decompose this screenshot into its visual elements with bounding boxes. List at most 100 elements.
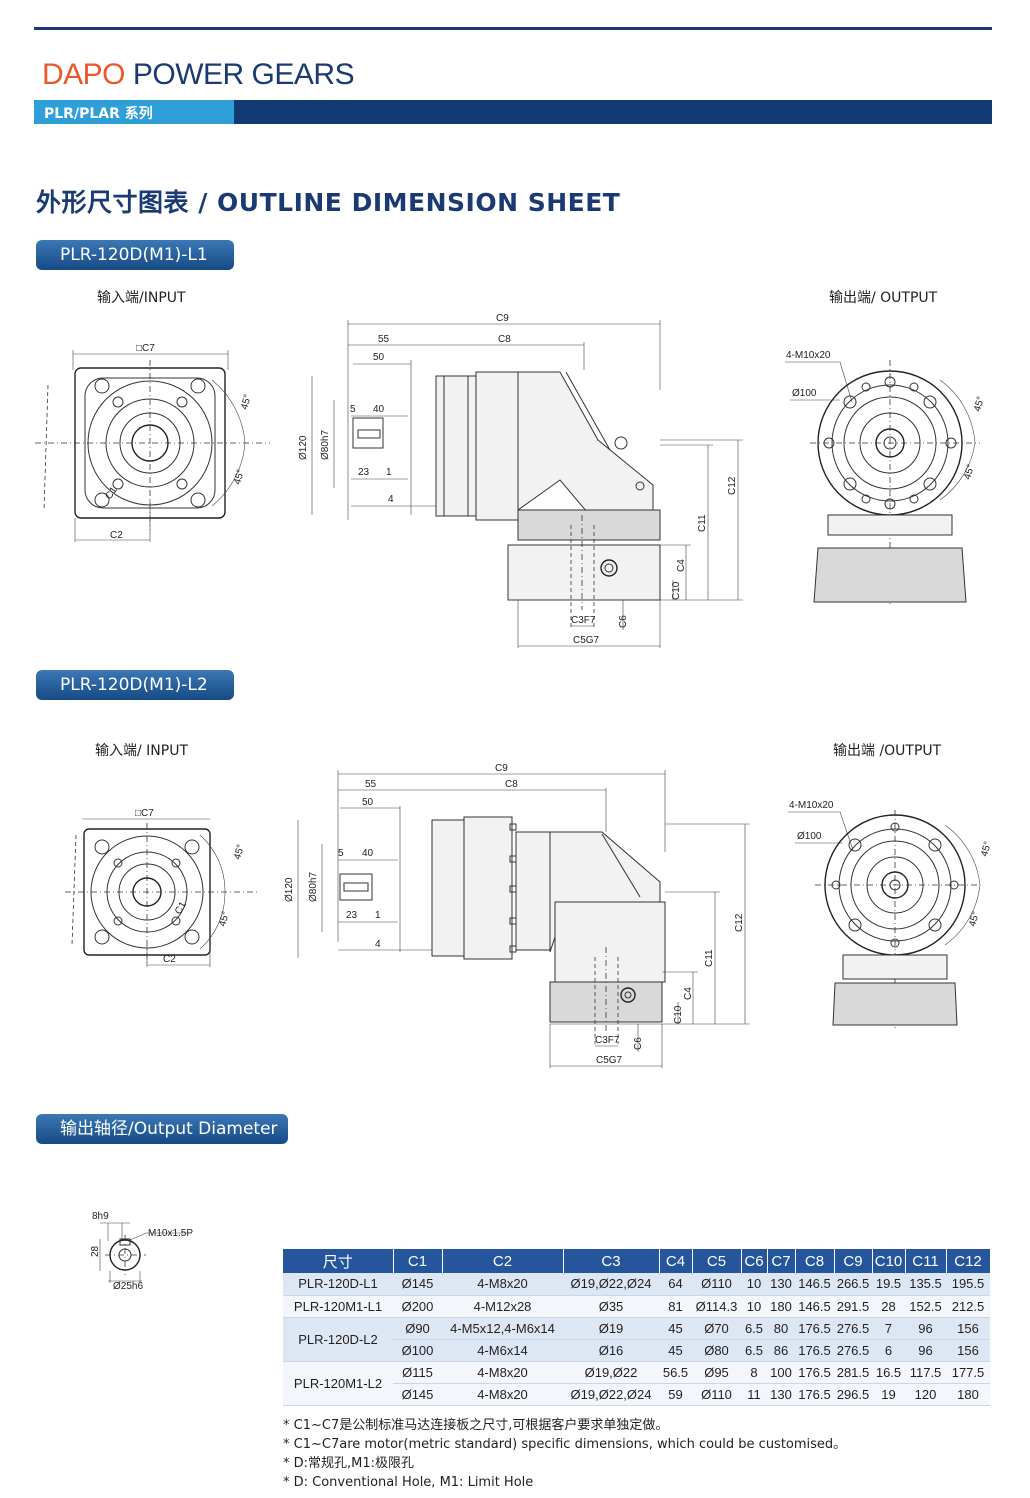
table-cell: Ø19,Ø22,Ø24 (563, 1383, 659, 1406)
table-cell: 6.5 (741, 1339, 767, 1362)
table-cell: 45 (659, 1317, 692, 1340)
table-cell: Ø200 (393, 1295, 442, 1318)
table-cell: 266.5 (834, 1273, 872, 1296)
table-cell: Ø80 (692, 1339, 741, 1362)
table-cell: Ø16 (563, 1339, 659, 1362)
shaft-thread-label: M10x1.5P (148, 1228, 193, 1239)
dim-c4-l2: C4 (683, 987, 694, 1000)
table-cell: 4-M6x14 (442, 1339, 563, 1362)
dim-c10-l2: C10 (673, 1005, 684, 1024)
output-view-l1: 4-M10x20 Ø100 45° 45° (785, 350, 987, 605)
series-bar: PLR/PLAR 系列 (34, 100, 992, 124)
table-cell: 11 (741, 1383, 767, 1406)
table-cell: Ø110 (692, 1383, 741, 1406)
section-title-l2: PLR-120D(M1)-L2 (36, 670, 234, 700)
dim-c10: C10 (671, 581, 682, 600)
table-cell: 28 (872, 1295, 905, 1318)
input-label-l1: 输入端/INPUT (97, 290, 186, 306)
brand-title: DAPO POWER GEARS (42, 58, 355, 92)
table-cell: Ø110 (692, 1273, 741, 1296)
angle-45-a: 45° (239, 393, 254, 410)
table-cell: 130 (767, 1383, 795, 1406)
input-view-l1: □C7 45° 45° C1 C2 (35, 343, 270, 542)
table-cell: 6.5 (741, 1317, 767, 1340)
dim-d100-l2: Ø100 (797, 831, 822, 842)
dim-5-l2: 5 (338, 848, 344, 859)
input-label-l2: 输入端/ INPUT (95, 743, 189, 759)
table-cell: 100 (767, 1361, 795, 1384)
table-cell: 146.5 (795, 1273, 834, 1296)
dim-c2: C2 (110, 530, 123, 541)
series-label: PLR/PLAR 系列 (44, 106, 153, 122)
dim-4-l2: 4 (375, 939, 381, 950)
table-cell-model: PLR-120D-L2 (283, 1317, 393, 1362)
dim-c3: C3F7 (571, 615, 596, 626)
dim-c4: C4 (676, 559, 687, 572)
table-cell-model: PLR-120M1-L2 (283, 1361, 393, 1406)
dimension-table: 尺寸 C1 C2 C3 C4 C5 C6 C7 C8 C9 C10 C11 C1… (283, 1249, 991, 1406)
table-cell: 276.5 (834, 1317, 872, 1340)
table-header: C7 (767, 1249, 796, 1273)
footnote: * D:常规孔,M1:极限孔 (283, 1456, 415, 1471)
table-header: C3 (563, 1249, 660, 1273)
table-cell: 7 (872, 1317, 905, 1340)
angle-45-h: 45° (967, 910, 982, 927)
table-cell: 176.5 (795, 1317, 834, 1340)
table-cell: Ø19,Ø22,Ø24 (563, 1273, 659, 1296)
table-header: 尺寸 (283, 1249, 394, 1273)
table-header: C6 (741, 1249, 768, 1273)
table-header: C12 (946, 1249, 991, 1273)
dim-d100: Ø100 (792, 388, 817, 399)
dim-c2-l2: C2 (163, 954, 176, 965)
table-cell: 86 (767, 1339, 795, 1362)
table-cell: 64 (659, 1273, 692, 1296)
dim-m10-l2: 4-M10x20 (789, 800, 834, 811)
table-cell: 296.5 (834, 1383, 872, 1406)
dim-c8-l2: C8 (505, 779, 518, 790)
dim-50-l2: 50 (362, 797, 374, 808)
table-cell: Ø19,Ø22 (563, 1361, 659, 1384)
angle-45-f: 45° (217, 910, 232, 927)
table-cell: 45 (659, 1339, 692, 1362)
table-cell: 19 (872, 1383, 905, 1406)
dim-c9-l2: C9 (495, 763, 508, 774)
dim-c9: C9 (496, 313, 509, 324)
output-diameter-drawing: 8h9 M10x1.5P 28 Ø25h6 (90, 1211, 193, 1292)
angle-45-g: 45° (979, 840, 994, 857)
table-cell: Ø70 (692, 1317, 741, 1340)
table-header: C5 (692, 1249, 742, 1273)
table-header: C4 (659, 1249, 693, 1273)
dim-c5-l2: C5G7 (596, 1055, 623, 1066)
table-cell: 177.5 (946, 1361, 990, 1384)
table-cell: Ø145 (393, 1273, 442, 1296)
table-header: C2 (442, 1249, 564, 1273)
dim-c12: C12 (727, 476, 738, 495)
footnote: * D: Conventional Hole, M1: Limit Hole (283, 1475, 534, 1490)
side-view-l2: C9 55 C8 50 5 40 23 1 4 Ø120 Ø80h7 C12 C… (284, 763, 750, 1068)
table-cell: 156 (946, 1339, 990, 1362)
table-cell: Ø145 (393, 1383, 442, 1406)
table-cell: 96 (905, 1317, 946, 1340)
table-cell: 176.5 (795, 1361, 834, 1384)
dim-c12-l2: C12 (734, 913, 745, 932)
table-cell: 10 (741, 1273, 767, 1296)
output-view-l2: 4-M10x20 Ø100 45° 45° (788, 800, 994, 1030)
table-cell: 96 (905, 1339, 946, 1362)
dim-55: 55 (378, 334, 390, 345)
table-header: C8 (795, 1249, 835, 1273)
dim-c1-l2: C1 (173, 900, 189, 917)
dim-c7-l2: □C7 (135, 808, 154, 819)
table-cell-model: PLR-120D-L1 (283, 1273, 393, 1296)
table-header: C11 (905, 1249, 947, 1273)
dim-4: 4 (388, 494, 394, 505)
table-cell: 10 (741, 1295, 767, 1318)
dim-c11: C11 (697, 514, 708, 532)
shaft-key-label: 8h9 (92, 1211, 109, 1222)
table-cell: 117.5 (905, 1361, 946, 1384)
